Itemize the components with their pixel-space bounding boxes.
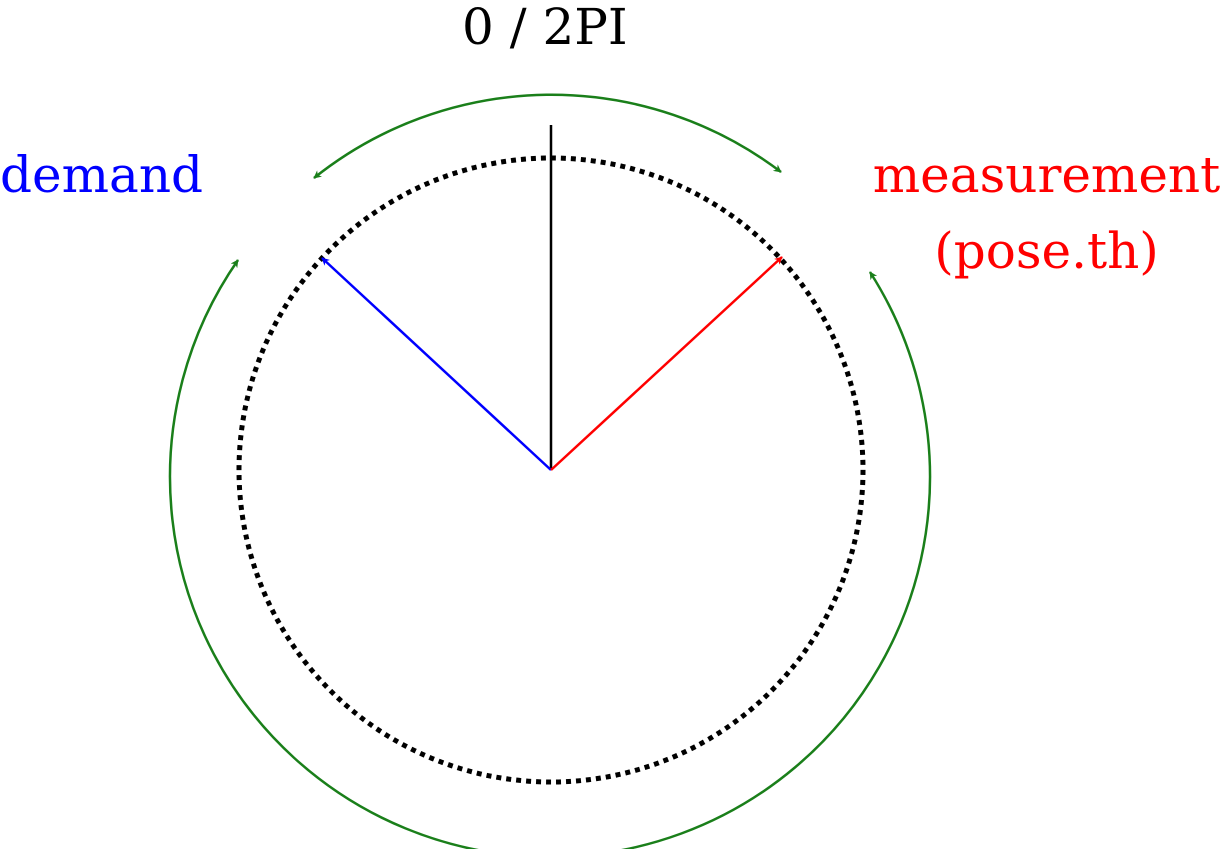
zero-two-pi-label: 0 / 2PI [462,0,628,56]
measurement-sub-label: (pose.th) [934,222,1159,280]
short-wrap-arc-arrow [313,93,782,179]
demand-vector-arrow [321,257,552,471]
demand-label: demand [0,146,204,204]
dotted-unit-circle [236,155,866,785]
measurement-vector-arrow [550,256,783,471]
measurement-label: measurement [872,146,1221,204]
long-wrap-arc-arrow [168,259,932,849]
measurement-label-group: measurement (pose.th) [862,150,1231,276]
